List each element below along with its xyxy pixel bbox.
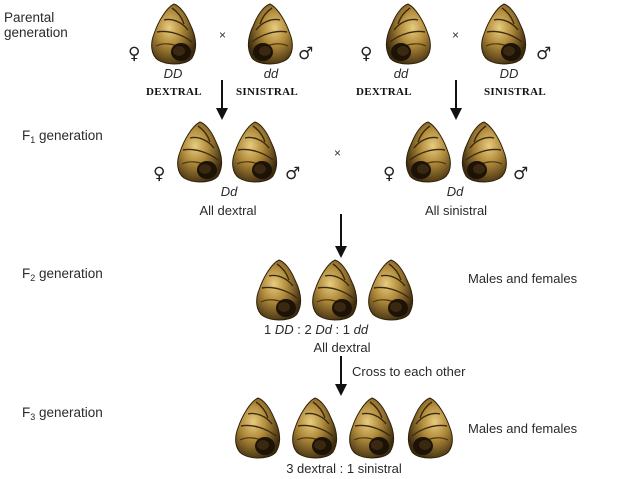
genotype-label: DD <box>274 322 294 337</box>
dextral-snail-icon <box>253 258 305 322</box>
genotype-label: dd <box>353 322 369 337</box>
down-arrow-icon <box>450 80 462 120</box>
f1-letter: F <box>22 128 31 143</box>
dextral-snail-icon <box>174 120 226 184</box>
cross-note: Cross to each other <box>352 364 466 379</box>
phenotype-summary: All sinistral <box>424 203 488 218</box>
cross-symbol: × <box>452 28 460 42</box>
dextral-snail-icon <box>289 396 341 460</box>
male-symbol: ♂ <box>285 164 301 184</box>
genotype-label: dd <box>263 66 279 81</box>
f1-generation-label: F1 generation <box>22 128 103 145</box>
male-symbol: ♂ <box>513 164 529 184</box>
female-symbol: ♀ <box>128 44 141 64</box>
genotype-label: Dd <box>446 184 464 199</box>
ratio-part: : 2 <box>293 322 316 337</box>
genotype-label: DD <box>163 66 183 81</box>
dextral-snail-icon <box>346 396 398 460</box>
parental-generation-label: Parental generation <box>4 10 68 40</box>
female-symbol: ♀ <box>360 44 373 64</box>
phenotype-label-sinistral: SINISTRAL <box>484 86 547 98</box>
dextral-snail-icon <box>148 2 200 66</box>
dextral-snail-icon <box>232 396 284 460</box>
sinistral-snail-icon <box>402 120 454 184</box>
sexes-label: Males and females <box>468 421 578 436</box>
dextral-snail-icon <box>229 120 281 184</box>
sinistral-snail-icon <box>404 396 456 460</box>
male-symbol: ♂ <box>298 44 314 64</box>
f1-suffix: generation <box>35 128 103 143</box>
phenotype-ratio: 3 dextral : 1 sinistral <box>286 461 402 476</box>
cross-symbol: × <box>219 28 227 42</box>
f2-letter: F <box>22 266 31 281</box>
phenotype-label-dextral: DEXTRAL <box>146 86 202 98</box>
down-arrow-icon <box>335 214 347 258</box>
genotype-label: Dd <box>220 184 238 199</box>
f3-letter: F <box>22 405 31 420</box>
ratio-part: : 1 <box>331 322 354 337</box>
genotype-label: Dd <box>315 322 332 337</box>
genotype-label: dd <box>393 66 409 81</box>
genotype-label: DD <box>499 66 519 81</box>
phenotype-label-dextral: DEXTRAL <box>356 86 412 98</box>
f2-suffix: generation <box>35 266 103 281</box>
dextral-snail-icon <box>478 2 530 66</box>
female-symbol: ♀ <box>153 164 166 184</box>
male-symbol: ♂ <box>536 44 552 64</box>
cross-symbol: × <box>334 146 342 160</box>
phenotype-label-sinistral: SINISTRAL <box>236 86 299 98</box>
f3-subscript: 3 <box>30 412 36 422</box>
phenotype-summary: All dextral <box>199 203 257 218</box>
sinistral-snail-icon <box>244 2 296 66</box>
genotype-ratio: 1 DD : 2 Dd : 1 dd <box>264 322 368 337</box>
f2-subscript: 2 <box>30 273 36 283</box>
phenotype-summary: All dextral <box>313 340 371 355</box>
female-symbol: ♀ <box>383 164 396 184</box>
f3-generation-label: F3 generation <box>22 405 103 422</box>
sexes-label: Males and females <box>468 271 578 286</box>
dextral-snail-icon <box>309 258 361 322</box>
down-arrow-icon <box>216 80 228 120</box>
sinistral-snail-icon <box>382 2 434 66</box>
sinistral-snail-icon <box>458 120 510 184</box>
f2-generation-label: F2 generation <box>22 266 103 283</box>
down-arrow-icon <box>335 356 347 396</box>
f3-suffix: generation <box>35 405 103 420</box>
dextral-snail-icon <box>365 258 417 322</box>
ratio-part: 1 <box>264 322 275 337</box>
f1-subscript: 1 <box>30 135 36 145</box>
